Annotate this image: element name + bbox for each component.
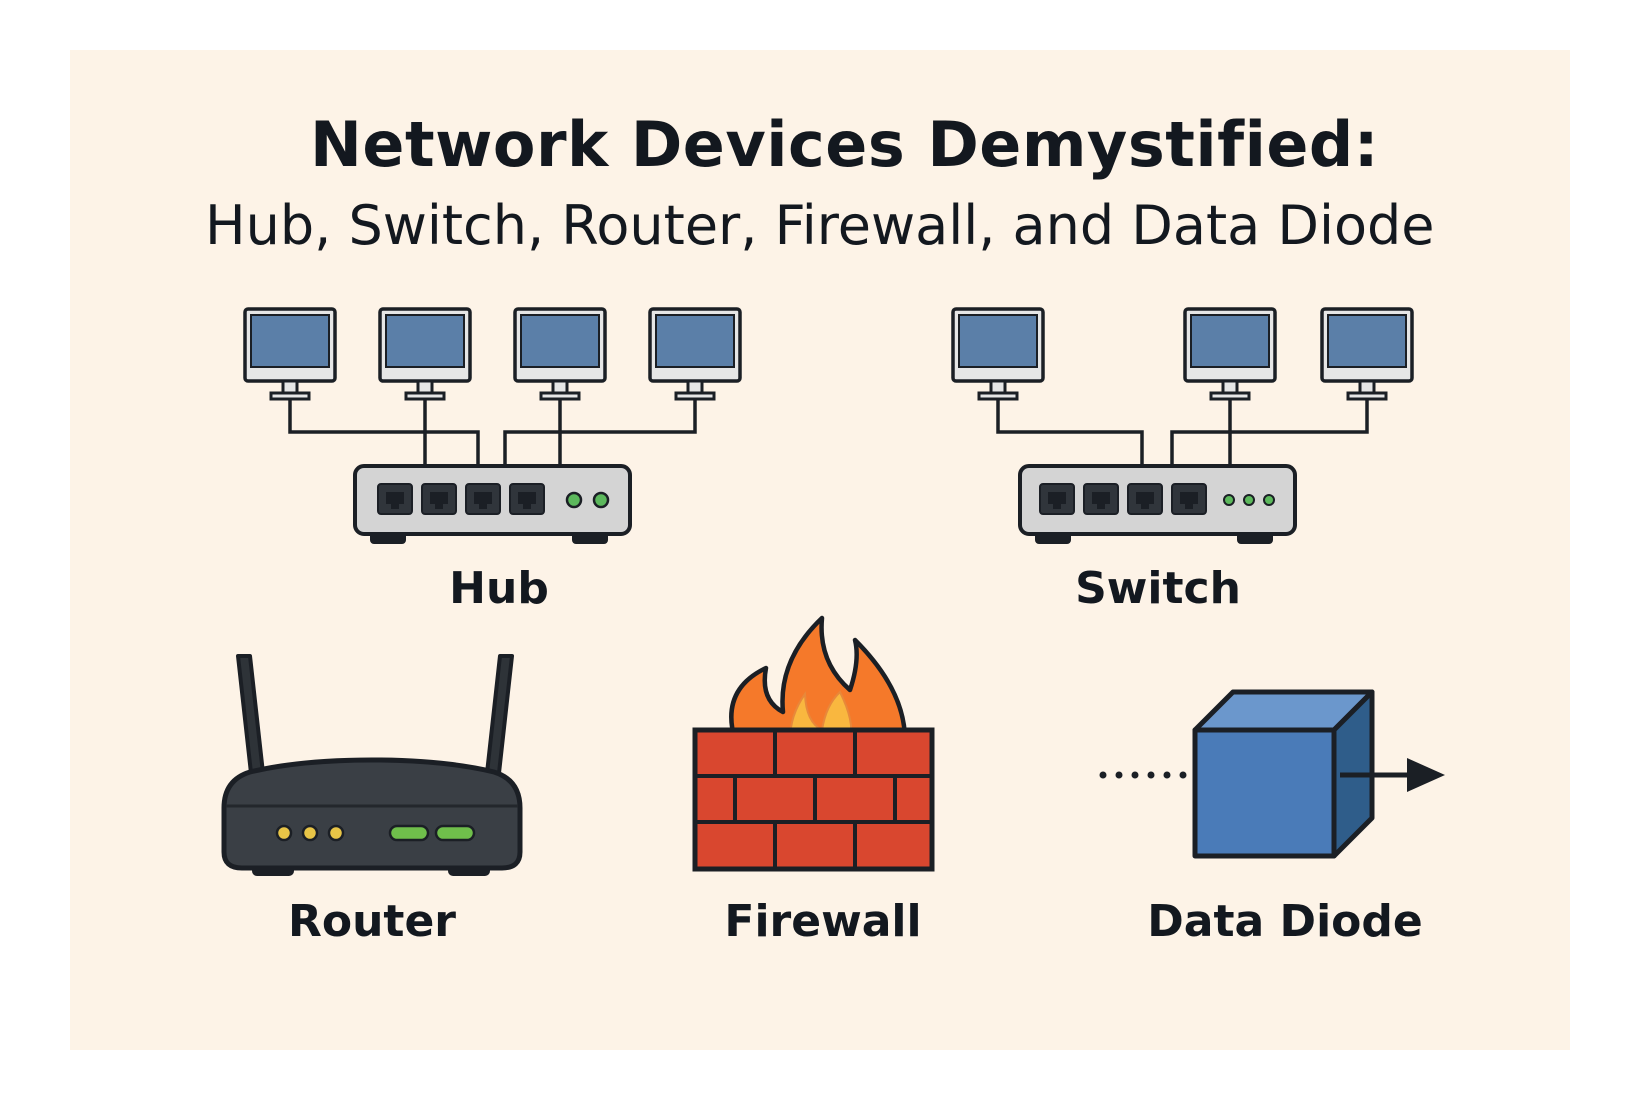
- switch-icon: [951, 307, 1414, 544]
- hub-monitor-4: [648, 307, 742, 401]
- hub-monitor-1: [243, 307, 337, 401]
- page-title: Network Devices Demystified:: [310, 108, 1380, 181]
- hub-label: Hub: [449, 563, 549, 614]
- switch-cables: [996, 399, 1369, 468]
- page-subtitle: Hub, Switch, Router, Firewall, and Data …: [205, 194, 1435, 257]
- data-diode-icon: [1099, 689, 1445, 859]
- router-antenna-left: [236, 654, 266, 784]
- data-diode-label: Data Diode: [1147, 896, 1423, 947]
- hub-cables: [288, 399, 697, 468]
- diagram-panel: [70, 50, 1570, 1050]
- hub-monitor-2: [378, 307, 472, 401]
- switch-monitor-2: [1183, 307, 1277, 401]
- switch-label: Switch: [1075, 563, 1241, 614]
- firewall-label: Firewall: [724, 896, 922, 947]
- router-label: Router: [287, 896, 456, 947]
- firewall-icon: [692, 615, 935, 872]
- switch-monitor-1: [951, 307, 1045, 401]
- router-antenna-right: [484, 654, 514, 784]
- hub-icon: [243, 307, 742, 544]
- flame-icon: [729, 615, 908, 743]
- router-icon: [221, 654, 523, 876]
- hub-monitor-3: [513, 307, 607, 401]
- input-dots: [1099, 771, 1187, 779]
- switch-monitor-3: [1320, 307, 1414, 401]
- brick-wall: [692, 727, 935, 872]
